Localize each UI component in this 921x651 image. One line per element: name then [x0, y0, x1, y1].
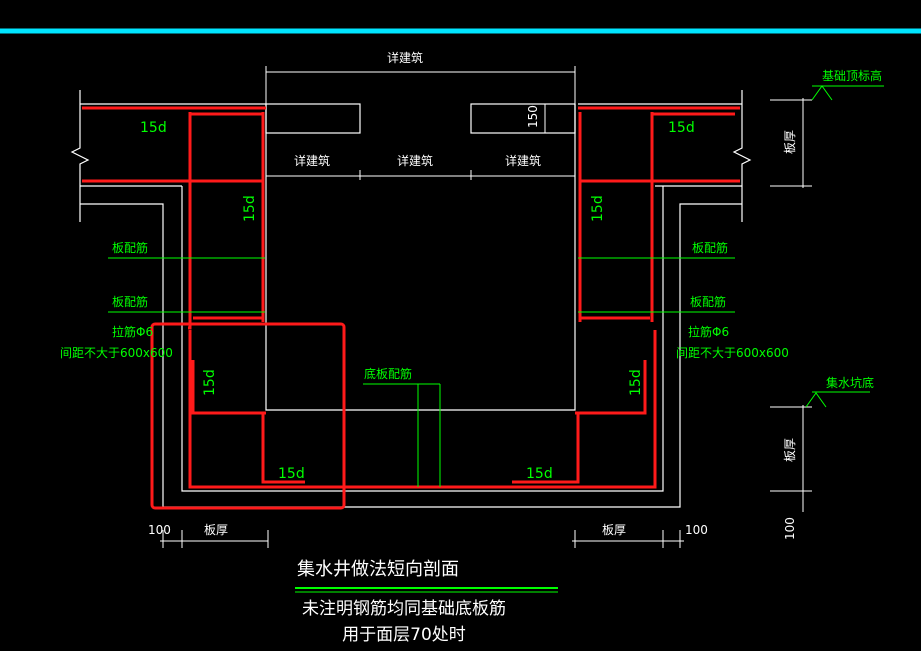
inner-dim-mid-label: 详建筑 — [397, 153, 433, 168]
anchor-15d-wall-left: 15d — [242, 195, 258, 222]
dim-100-right: 100 — [685, 523, 708, 537]
dimension-lines — [160, 66, 833, 548]
title-block: 集水井做法短向剖面 未注明钢筋均同基础底板筋 用于面层70处时 — [297, 559, 506, 645]
dim-slab-left: 板厚 — [204, 523, 228, 537]
right-bottom-level-label: 集水坑底 — [826, 375, 874, 390]
rebar-lines — [82, 106, 740, 489]
bottom-slab-bar-label: 底板配筋 — [364, 366, 412, 381]
dim-150-label: 150 — [526, 105, 540, 128]
right-top-level-label: 基础顶标高 — [822, 68, 882, 83]
right-slab-thickness-top: 板厚 — [783, 130, 797, 154]
dimension-labels: 详建筑 详建筑 详建筑 详建筑 150 板厚 板厚 100 100 板厚 板厚 … — [148, 50, 797, 540]
note-line-1: 未注明钢筋均同基础底板筋 — [302, 599, 506, 619]
dim-100-left: 100 — [148, 523, 171, 537]
anchor-15d-top-left: 15d — [140, 120, 167, 136]
anchor-15d-bottom-right: 15d — [526, 466, 553, 482]
inner-dim-right-label: 详建筑 — [505, 153, 541, 168]
left-dist-bar-2: 板配筋 — [112, 294, 148, 309]
left-spacing-label: 间距不大于600x600 — [60, 346, 173, 360]
dim-slab-right: 板厚 — [602, 523, 626, 537]
left-tie-label: 拉筋Φ6 — [112, 324, 153, 339]
right-slab-thickness-bottom: 板厚 — [783, 438, 797, 462]
right-dist-bar-2: 板配筋 — [690, 294, 726, 309]
concrete-outline — [70, 90, 752, 508]
anchor-15d-top-right: 15d — [668, 120, 695, 136]
anchor-15d-bottom-left: 15d — [278, 466, 305, 482]
right-spacing-label: 间距不大于600x600 — [676, 346, 789, 360]
anchor-15d-wall-right: 15d — [590, 195, 606, 222]
left-dist-bar-1: 板配筋 — [112, 240, 148, 255]
anchor-15d-low-right: 15d — [628, 369, 644, 396]
annotation-labels: 基础顶标高 集水坑底 板配筋 板配筋 拉筋Φ6 间距不大于600x600 板配筋… — [60, 68, 882, 482]
right-100-vertical: 100 — [783, 517, 797, 540]
highlight-box — [150, 322, 346, 510]
drawing-title: 集水井做法短向剖面 — [297, 559, 459, 580]
note-line-2: 用于面层70处时 — [342, 625, 466, 645]
right-tie-label: 拉筋Φ6 — [688, 324, 729, 339]
leader-lines — [108, 85, 884, 593]
inner-dim-left-label: 详建筑 — [294, 153, 330, 168]
top-dim-label: 详建筑 — [387, 50, 423, 65]
right-dist-bar-1: 板配筋 — [692, 240, 728, 255]
anchor-15d-low-left: 15d — [202, 369, 218, 396]
